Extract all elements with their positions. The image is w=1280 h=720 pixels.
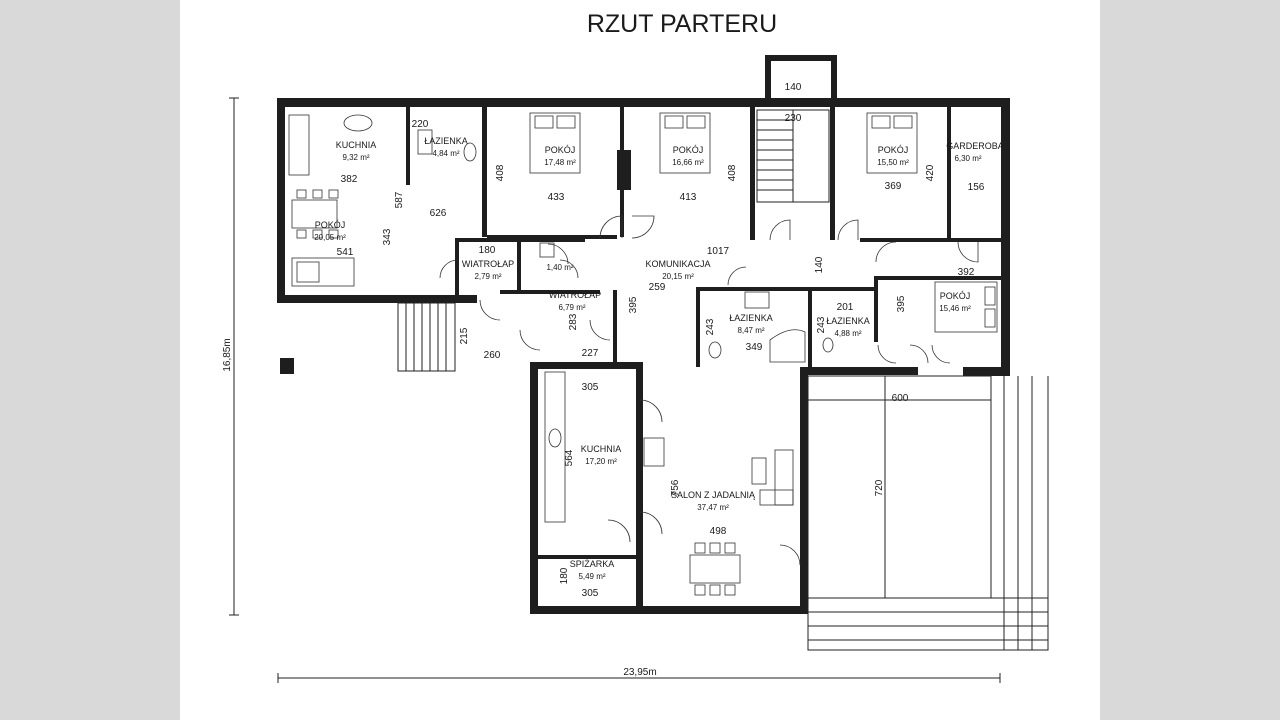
bed-icon bbox=[934, 281, 998, 333]
dim-label: 260 bbox=[484, 350, 501, 361]
dim-label: 201 bbox=[837, 302, 854, 313]
room-name-salon: SALON Z JADALNIĄ bbox=[671, 490, 756, 500]
fireplace-icon bbox=[643, 437, 665, 467]
room-area-pokoj-1: 17,48 m² bbox=[544, 158, 576, 167]
room-name-lazienka-3: ŁAZIENKA bbox=[826, 316, 870, 326]
dim-label: 305 bbox=[582, 382, 599, 393]
dim-label: 541 bbox=[337, 247, 354, 258]
dim-label: 408 bbox=[727, 164, 738, 181]
dim-label: 392 bbox=[958, 267, 975, 278]
dim-label: 230 bbox=[785, 113, 802, 124]
dim-label: 259 bbox=[649, 282, 666, 293]
room-area-pokoj-3: 15,50 m² bbox=[877, 158, 909, 167]
dim-label: 227 bbox=[582, 348, 599, 359]
dim-label: 180 bbox=[559, 567, 570, 584]
dim-label: 140 bbox=[814, 256, 825, 273]
dim-label: 243 bbox=[816, 316, 827, 333]
room-name-lazienka-1: ŁAZIENKA bbox=[424, 136, 468, 146]
room-area-lazienka-3: 4,88 m² bbox=[834, 329, 861, 338]
dim-label: 156 bbox=[968, 182, 985, 193]
dim-label: 587 bbox=[394, 191, 405, 208]
room-area-kuchnia-2: 17,20 m² bbox=[585, 457, 617, 466]
room-name-wiatrolap-2: WIATROŁAP bbox=[549, 290, 601, 300]
room-name-pokoj-2: POKÓJ bbox=[673, 145, 704, 155]
room-area-pokoj-2: 16,66 m² bbox=[672, 158, 704, 167]
bed-icon bbox=[659, 112, 711, 174]
room-name-kuchnia-1: KUCHNIA bbox=[336, 140, 377, 150]
room-area-wiatrolap-1: 2,79 m² bbox=[474, 272, 501, 281]
dim-label: 220 bbox=[412, 119, 429, 130]
dim-label: 420 bbox=[925, 164, 936, 181]
dim-label: 382 bbox=[341, 174, 358, 185]
room-area-kuchnia-1: 9,32 m² bbox=[342, 153, 369, 162]
room-area-lazienka-1: 4,84 m² bbox=[432, 149, 459, 158]
dim-label: 180 bbox=[479, 245, 496, 256]
overall-height-dim: 16,85m bbox=[222, 338, 233, 371]
exterior-walls bbox=[277, 55, 1010, 614]
room-name-kuchnia-2: KUCHNIA bbox=[581, 444, 622, 454]
dining-table-icon bbox=[689, 542, 741, 596]
dining-table-icon bbox=[291, 189, 339, 239]
dim-label: 369 bbox=[885, 181, 902, 192]
room-name-spizarka: SPIŻARKA bbox=[570, 559, 615, 569]
dim-label: 349 bbox=[746, 342, 763, 353]
room-area-garderoba: 6,30 m² bbox=[954, 154, 981, 163]
sink-icon bbox=[417, 129, 770, 309]
dim-label: 343 bbox=[382, 228, 393, 245]
dim-label: 498 bbox=[710, 526, 727, 537]
bed-icon bbox=[529, 112, 581, 174]
dim-label: 756 bbox=[670, 479, 681, 496]
dim-label: 408 bbox=[495, 164, 506, 181]
dim-label: 215 bbox=[459, 327, 470, 344]
room-area-salon: 37,47 m² bbox=[697, 503, 729, 512]
terrace bbox=[807, 375, 1049, 651]
room-name-pokoj-5: POKÓJ bbox=[940, 291, 971, 301]
dim-label: 626 bbox=[430, 208, 447, 219]
room-area-pokoj-5: 15,46 m² bbox=[939, 304, 971, 313]
dim-label: 140 bbox=[785, 82, 802, 93]
overall-width-dim: 23,95m bbox=[623, 667, 656, 678]
room-name-pokoj-3: POKÓJ bbox=[878, 145, 909, 155]
staircase bbox=[756, 109, 830, 203]
door-swings bbox=[439, 215, 979, 566]
room-area-komunikacja: 20,15 m² bbox=[662, 272, 694, 281]
dim-label: 395 bbox=[896, 295, 907, 312]
dim-label: 720 bbox=[874, 479, 885, 496]
bathtub-icon bbox=[769, 329, 806, 363]
sofa-bed-icon bbox=[291, 257, 355, 287]
room-name-wiatrolap-1: WIATROŁAP bbox=[462, 259, 514, 269]
dim-label: 395 bbox=[628, 296, 639, 313]
room-name-komunikacja: KOMUNIKACJA bbox=[645, 259, 710, 269]
overall-dimension-lines bbox=[229, 97, 1001, 683]
plan-title: RZUT PARTERU bbox=[587, 10, 777, 38]
room-name-lazienka-2: ŁAZIENKA bbox=[729, 313, 773, 323]
bed-icon bbox=[866, 112, 918, 174]
room-area-wiatrolap-2: 6,79 m² bbox=[558, 303, 585, 312]
room-name-pokoj-4: POKÓJ bbox=[315, 220, 346, 230]
toilet-icon bbox=[463, 142, 834, 359]
room-name-pokoj-1: POKÓJ bbox=[545, 145, 576, 155]
kitchen-counter bbox=[288, 114, 566, 523]
room-name-garderoba: GARDEROBA bbox=[946, 141, 1004, 151]
entrance-steps bbox=[397, 302, 456, 372]
room-area-pokoj-4: 20,05 m² bbox=[314, 233, 346, 242]
dim-label: 283 bbox=[568, 313, 579, 330]
dim-label: 243 bbox=[705, 318, 716, 335]
dim-label: 600 bbox=[892, 393, 909, 404]
room-area-spizarka: 5,49 m² bbox=[578, 572, 605, 581]
dim-label: 433 bbox=[548, 192, 565, 203]
dim-label: 413 bbox=[680, 192, 697, 203]
room-area-lazienka-2: 8,47 m² bbox=[737, 326, 764, 335]
sofa-icon bbox=[751, 449, 794, 506]
dim-label: 1017 bbox=[707, 246, 730, 257]
chimney-block bbox=[280, 150, 631, 374]
dim-label: 564 bbox=[564, 449, 575, 466]
room-area-wc-small: 1,40 m² bbox=[546, 263, 573, 272]
dim-label: 305 bbox=[582, 588, 599, 599]
